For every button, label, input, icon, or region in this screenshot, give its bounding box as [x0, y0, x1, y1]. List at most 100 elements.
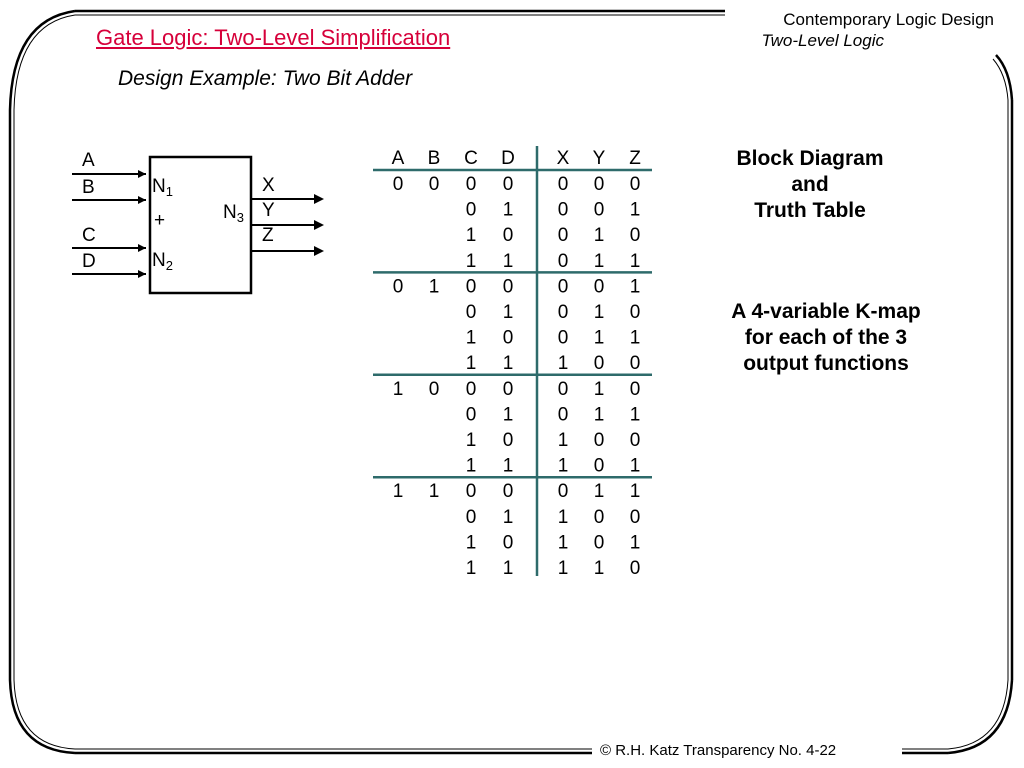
tt-cell: 1 — [594, 251, 605, 272]
tt-cell: 0 — [630, 379, 641, 400]
output-label-y: Y — [262, 200, 275, 221]
tt-cell: 0 — [630, 302, 641, 323]
block-label-plus: + — [154, 210, 166, 231]
tt-cell: 0 — [558, 225, 569, 246]
input-label-c: C — [82, 225, 96, 246]
tt-cell: 0 — [503, 328, 514, 349]
tt-cell: 0 — [594, 430, 605, 451]
tt-cell: 0 — [393, 276, 404, 297]
input-wires — [72, 173, 146, 275]
tt-cell: 0 — [558, 200, 569, 221]
tt-cell: 1 — [594, 225, 605, 246]
kmap-note-line1: A 4-variable K-map — [731, 300, 921, 323]
tt-cell: 0 — [630, 558, 641, 579]
tt-cell: 1 — [630, 404, 641, 425]
n1-subscript: 1 — [165, 184, 173, 199]
tt-cell: 0 — [558, 276, 569, 297]
n1-letter: N — [152, 176, 166, 197]
tt-cell: 0 — [594, 507, 605, 528]
tt-cell: 1 — [503, 507, 514, 528]
block-label-n3: N3 — [223, 202, 244, 225]
tt-header-z: Z — [629, 148, 641, 169]
tt-cell: 1 — [630, 200, 641, 221]
tt-cell: 0 — [594, 276, 605, 297]
tt-cell: 1 — [429, 276, 440, 297]
tt-cell: 1 — [466, 456, 477, 477]
block-label-n2: N2 — [152, 250, 173, 273]
tt-cell: 1 — [466, 251, 477, 272]
tt-cell: 1 — [558, 558, 569, 579]
tt-cell: 0 — [594, 353, 605, 374]
tt-cell: 0 — [466, 174, 477, 195]
output-wires — [251, 198, 320, 252]
tt-cell: 0 — [503, 276, 514, 297]
tt-cell: 0 — [558, 379, 569, 400]
tt-header-d: D — [501, 148, 515, 169]
tt-cell: 1 — [558, 456, 569, 477]
tt-cell: 1 — [466, 430, 477, 451]
n3-subscript: 3 — [236, 210, 244, 225]
tt-cell: 1 — [466, 532, 477, 553]
tt-cell: 0 — [558, 404, 569, 425]
n3-letter: N — [223, 202, 237, 223]
tt-cell: 0 — [466, 200, 477, 221]
kmap-note-line2: for each of the 3 — [744, 326, 908, 349]
slide-subtitle: Design Example: Two Bit Adder — [118, 67, 413, 90]
tt-cell: 0 — [630, 430, 641, 451]
kmap-note-line3: output functions — [743, 352, 909, 375]
tt-cell: 0 — [558, 481, 569, 502]
input-label-b: B — [82, 177, 95, 198]
tt-cell: 1 — [393, 481, 404, 502]
tt-cell: 0 — [393, 174, 404, 195]
course-subtitle: Two-Level Logic — [761, 31, 884, 50]
tt-cell: 0 — [503, 532, 514, 553]
tt-cell: 0 — [630, 225, 641, 246]
tt-cell: 0 — [466, 507, 477, 528]
tt-header-a: A — [392, 148, 405, 169]
tt-cell: 0 — [466, 302, 477, 323]
tt-cell: 0 — [503, 430, 514, 451]
course-title: Contemporary Logic Design — [783, 10, 994, 29]
output-arrows — [314, 194, 324, 256]
tt-cell: 1 — [630, 456, 641, 477]
input-label-d: D — [82, 251, 96, 272]
tt-cell: 1 — [630, 251, 641, 272]
tt-cell: 0 — [466, 379, 477, 400]
tt-cell: 0 — [429, 379, 440, 400]
tt-cell: 0 — [630, 174, 641, 195]
tt-cell: 1 — [630, 481, 641, 502]
output-label-z: Z — [262, 225, 274, 246]
tt-header-b: B — [428, 148, 441, 169]
tt-cell: 1 — [393, 379, 404, 400]
tt-cell: 1 — [558, 430, 569, 451]
footer-copyright: © R.H. Katz Transparency No. 4-22 — [600, 742, 837, 759]
tt-cell: 0 — [558, 174, 569, 195]
tt-header-c: C — [464, 148, 478, 169]
adder-block — [148, 155, 253, 295]
tt-cell: 0 — [594, 174, 605, 195]
input-label-a: A — [82, 150, 95, 171]
block-label-n1: N1 — [152, 176, 173, 199]
tt-cell: 0 — [466, 481, 477, 502]
tt-cell: 1 — [558, 532, 569, 553]
tt-cell: 1 — [558, 507, 569, 528]
tt-cell: 1 — [503, 456, 514, 477]
tt-cell: 0 — [429, 174, 440, 195]
tt-cell: 1 — [466, 353, 477, 374]
tt-cell: 1 — [466, 225, 477, 246]
n2-subscript: 2 — [165, 258, 173, 273]
tt-cell: 0 — [503, 225, 514, 246]
tt-cell: 0 — [503, 379, 514, 400]
tt-cell: 1 — [594, 302, 605, 323]
tt-cell: 1 — [503, 302, 514, 323]
output-label-x: X — [262, 175, 275, 196]
tt-cell: 1 — [630, 276, 641, 297]
tt-cell: 1 — [503, 200, 514, 221]
block-note-line1: Block Diagram — [736, 147, 884, 170]
block-note-line2: and — [791, 173, 829, 196]
slide-title: Gate Logic: Two-Level Simplification — [96, 25, 451, 50]
tt-cell: 0 — [594, 200, 605, 221]
tt-cell: 0 — [558, 251, 569, 272]
